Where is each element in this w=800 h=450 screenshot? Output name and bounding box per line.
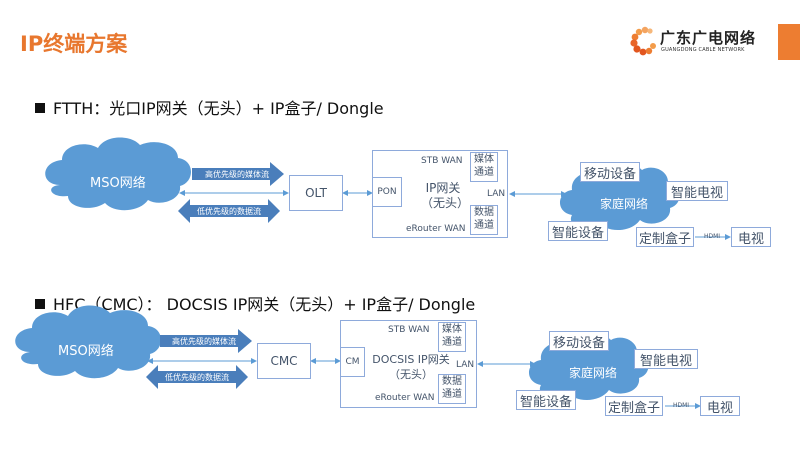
data-channel-box: 数据 通道: [470, 205, 498, 235]
cmc-box: CMC: [257, 343, 311, 379]
stb-wan-label: STB WAN: [421, 156, 463, 166]
logo-icon: [630, 26, 656, 56]
mso-network-label: MSO网络: [90, 176, 146, 191]
lan-label: LAN: [456, 360, 475, 370]
gateway-name: DOCSIS IP网关 （无头）: [370, 352, 452, 382]
mobile-device-box: 移动设备: [549, 331, 609, 351]
low-priority-flow-label: 低优先级的数据流: [165, 373, 229, 382]
data-channel-box: 数据 通道: [438, 374, 466, 404]
gateway-name-line1: IP网关: [425, 181, 461, 195]
lan-label: LAN: [487, 189, 506, 199]
bullet-square-icon: [35, 299, 45, 309]
data-channel-line1: 数据: [442, 376, 462, 387]
gateway-name-line1: DOCSIS IP网关: [372, 353, 450, 366]
mso-cloud-shape: [45, 137, 192, 211]
media-channel-box: 媒体 通道: [470, 152, 498, 182]
smart-device-box: 智能设备: [548, 221, 608, 241]
home-network-label: 家庭网络: [569, 366, 618, 380]
media-channel-line1: 媒体: [474, 154, 494, 165]
high-priority-flow-arrow: [160, 329, 252, 353]
mso-cloud-shape: [15, 305, 162, 379]
low-priority-flow-arrow: [178, 199, 280, 223]
low-priority-flow-label: 低优先级的数据流: [197, 207, 261, 216]
section-ftth-text: FTTH：光口IP网关（无头）+ IP盒子/ Dongle: [53, 99, 384, 118]
media-channel-line2: 通道: [474, 167, 494, 178]
data-channel-line1: 数据: [474, 207, 494, 218]
gateway-name-line2: （无头）: [421, 196, 470, 210]
stb-wan-label: STB WAN: [388, 325, 430, 335]
mso-network-label: MSO网络: [58, 344, 114, 359]
smart-tv-box: 智能电视: [666, 181, 728, 201]
media-channel-line2: 通道: [442, 337, 462, 348]
low-priority-flow-arrow: [146, 365, 248, 389]
high-priority-flow-arrow: [192, 162, 284, 186]
page-title: IP终端方案: [20, 32, 128, 56]
high-priority-flow-label: 高优先级的媒体流: [205, 170, 269, 179]
media-channel-box: 媒体 通道: [438, 322, 466, 352]
gateway-name-line2: （无头）: [389, 368, 433, 381]
company-logo: 广东广电网络 GUANGDONG CABLE NETWORK: [630, 25, 760, 59]
pon-port: PON: [372, 177, 402, 207]
home-network-label: 家庭网络: [600, 197, 649, 211]
data-channel-line2: 通道: [442, 389, 462, 400]
bullet-square-icon: [35, 103, 45, 113]
section-hfc-heading: HFC（CMC）： DOCSIS IP网关（无头）+ IP盒子/ Dongle: [35, 291, 475, 315]
custom-box: 定制盒子: [636, 227, 694, 247]
media-channel-line1: 媒体: [442, 324, 462, 335]
erouter-wan-label: eRouter WAN: [375, 393, 435, 403]
tv-box: 电视: [731, 227, 771, 247]
tv-box: 电视: [700, 396, 740, 416]
gateway-name: IP网关 （无头）: [421, 181, 470, 211]
erouter-wan-label: eRouter WAN: [406, 224, 466, 234]
hdmi-label: HDMI: [673, 402, 690, 409]
logo-text-cn: 广东广电网络: [660, 29, 757, 47]
section-hfc-text: HFC（CMC）： DOCSIS IP网关（无头）+ IP盒子/ Dongle: [53, 295, 476, 314]
logo-text-en: GUANGDONG CABLE NETWORK: [661, 47, 745, 53]
smart-tv-box: 智能电视: [634, 349, 698, 369]
high-priority-flow-label: 高优先级的媒体流: [172, 337, 236, 346]
section-ftth-heading: FTTH：光口IP网关（无头）+ IP盒子/ Dongle: [35, 95, 384, 119]
hdmi-label: HDMI: [704, 233, 721, 240]
cm-port: CM: [340, 347, 365, 377]
data-channel-line2: 通道: [474, 220, 494, 231]
smart-device-box: 智能设备: [516, 390, 576, 410]
accent-bar: [778, 24, 800, 60]
mobile-device-box: 移动设备: [580, 162, 640, 182]
olt-box: OLT: [289, 175, 343, 211]
custom-box: 定制盒子: [605, 396, 663, 416]
